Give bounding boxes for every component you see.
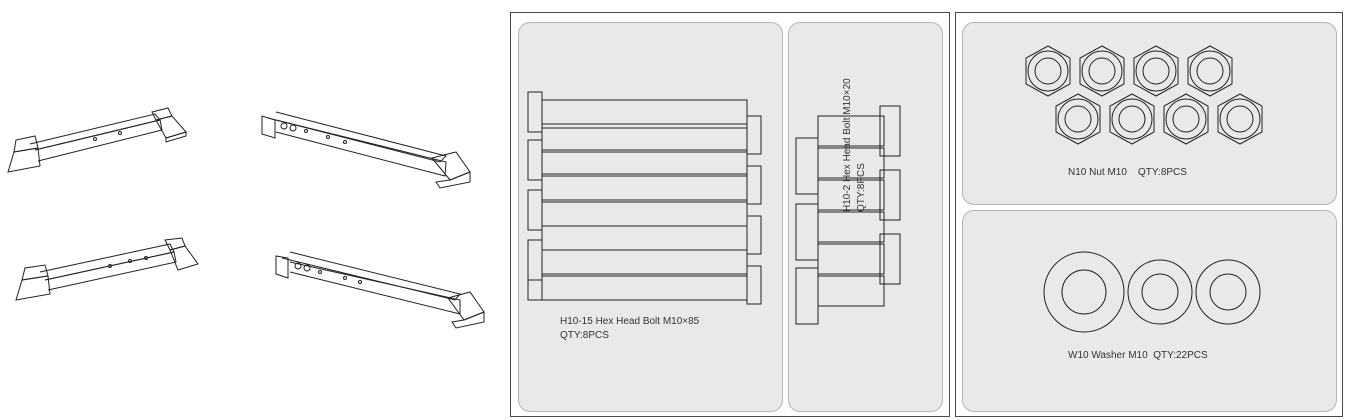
- short-bolt-name: H10-2 Hex Head Bolt M10×20: [842, 78, 853, 212]
- foot-bar-1: [7, 107, 187, 173]
- long-bolt-group: [527, 91, 762, 305]
- washers-illustration: [1043, 251, 1261, 333]
- foot-bar-3: [15, 237, 199, 301]
- long-bolt-panel: [518, 22, 783, 412]
- long-bolt-name: H10-15 Hex Head Bolt M10×85: [560, 316, 700, 327]
- nut-row-top: [1025, 45, 1233, 97]
- short-bolt-qty: QTY:8PCS: [856, 163, 867, 212]
- frame-bars-illustration: [7, 107, 485, 329]
- foot-bar-4: [275, 251, 485, 329]
- washer-row: [1043, 251, 1261, 333]
- nut-row-bottom: [1055, 93, 1263, 145]
- short-bolt-panel: [788, 22, 943, 412]
- foot-bar-2: [261, 111, 471, 189]
- nut-label: N10 Nut M10 QTY:8PCS: [1068, 167, 1187, 178]
- short-bolt-group: [795, 105, 901, 325]
- hex-nuts-illustration: [1025, 45, 1263, 145]
- short-hex-bolts-illustration: [795, 105, 901, 325]
- washer-label: W10 Washer M10 QTY:22PCS: [1068, 350, 1208, 361]
- washer-panel: [962, 210, 1337, 412]
- long-bolt-qty: QTY:8PCS: [560, 330, 609, 341]
- long-hex-bolts-illustration: [527, 91, 762, 305]
